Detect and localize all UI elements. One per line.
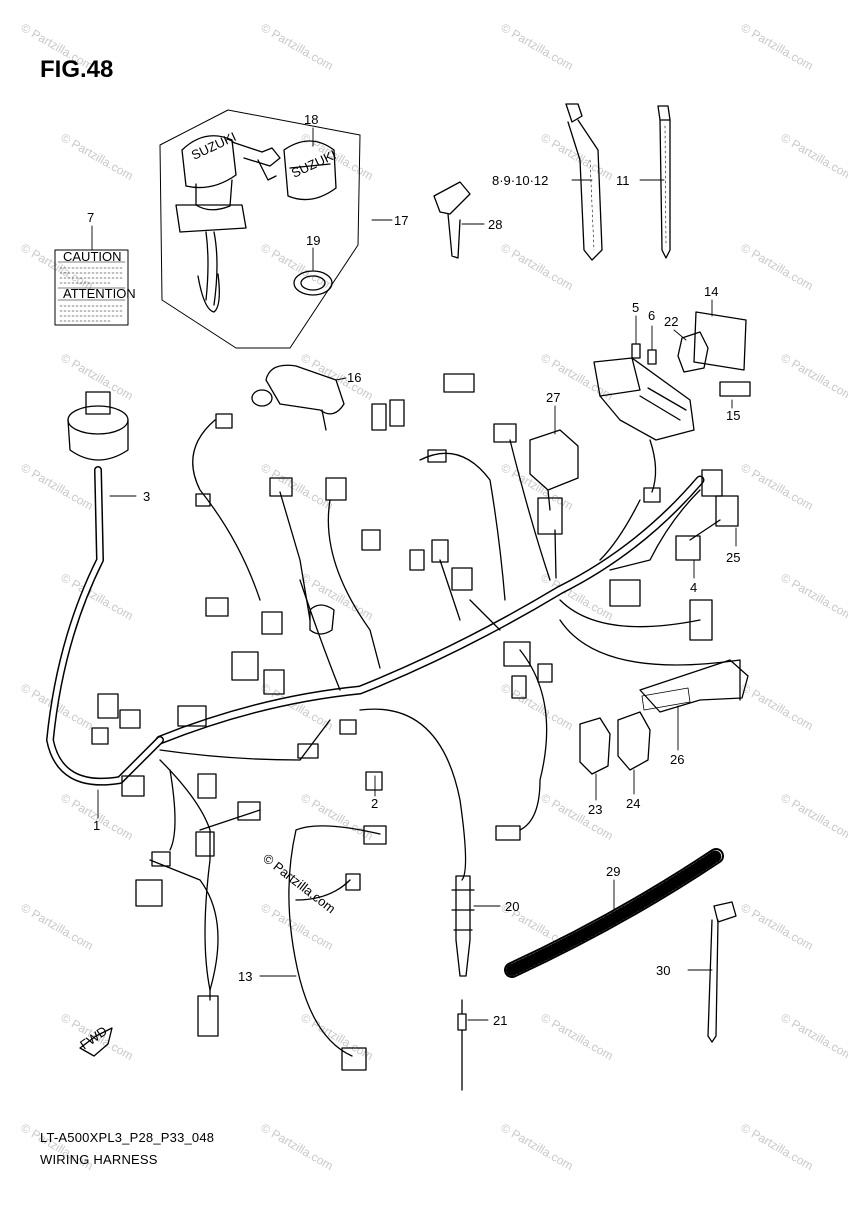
callout-1: 1 xyxy=(93,818,100,833)
watermark-text: © Partzilla.com xyxy=(779,790,848,843)
watermark-text: © Partzilla.com xyxy=(59,790,136,843)
cap-brand-text: SUZUKI xyxy=(289,147,339,181)
watermark-text: © Partzilla.com xyxy=(499,1120,576,1173)
watermark-text: © Partzilla.com xyxy=(739,680,816,733)
callout-28: 28 xyxy=(488,217,502,232)
callout-20: 20 xyxy=(505,899,519,914)
watermark-text: © Partzilla.com xyxy=(299,350,376,403)
watermark-text: © Partzilla.com xyxy=(539,130,616,183)
callout-3: 3 xyxy=(143,489,150,504)
watermark-text: © Partzilla.com xyxy=(779,1010,848,1063)
watermark-text: © Partzilla.com xyxy=(779,570,848,623)
watermark-text: © Partzilla.com xyxy=(19,460,96,513)
leader-lines xyxy=(92,128,736,1020)
oxygen-sensor xyxy=(452,876,474,1090)
label-caution-text: CAUTION xyxy=(63,249,122,264)
callout-4: 4 xyxy=(690,580,697,595)
watermark-text: © Partzilla.com xyxy=(19,900,96,953)
watermark-text: © Partzilla.com xyxy=(499,460,576,513)
callout-13: 13 xyxy=(238,969,252,984)
callout-18: 18 xyxy=(304,112,318,127)
watermark-text: © Partzilla.com xyxy=(739,460,816,513)
watermark-text: © Partzilla.com xyxy=(779,350,848,403)
diagram-code: LT-A500XPL3_P28_P33_048 xyxy=(40,1130,214,1145)
watermark-text: © Partzilla.com xyxy=(499,680,576,733)
diagram-name: WIRING HARNESS xyxy=(40,1152,158,1167)
spare-key xyxy=(434,182,470,258)
bracket-and-covers xyxy=(580,660,748,774)
watermark-text: © Partzilla.com xyxy=(59,130,136,183)
callout-16: 16 xyxy=(347,370,361,385)
callout-6: 6 xyxy=(648,308,655,323)
callout-30: 30 xyxy=(656,963,670,978)
callout-17: 17 xyxy=(394,213,408,228)
callout-14: 14 xyxy=(704,284,718,299)
watermark-layer: © Partzilla.com © Partzilla.com © Partzill… xyxy=(19,20,848,1173)
callout-25: 25 xyxy=(726,550,740,565)
key-brand-text: SUZUKI xyxy=(189,129,239,163)
watermark-text: © Partzilla.com xyxy=(739,1120,816,1173)
callout-27: 27 xyxy=(546,390,560,405)
callout-29: 29 xyxy=(606,864,620,879)
watermark-text: © Partzilla.com xyxy=(739,20,816,73)
callout-21: 21 xyxy=(493,1013,507,1028)
callout-22: 22 xyxy=(664,314,678,329)
tie-with-clip xyxy=(708,902,736,1042)
callout-5: 5 xyxy=(632,300,639,315)
callout-26: 26 xyxy=(670,752,684,767)
watermark-text: © Partzilla.com xyxy=(739,900,816,953)
watermark-text: © Partzilla.com xyxy=(779,130,848,183)
label-attention-text: ATTENTION xyxy=(63,286,136,301)
callout-8-12: 8·9·10·12 xyxy=(492,173,548,188)
callout-11: 11 xyxy=(616,173,630,188)
watermark-text: © Partzilla.com xyxy=(299,1010,376,1063)
callout-23: 23 xyxy=(588,802,602,817)
watermark-text: © Partzilla.com xyxy=(539,1010,616,1063)
watermark-text: © Partzilla.com xyxy=(259,1120,336,1173)
callout-15: 15 xyxy=(726,408,740,423)
callout-2: 2 xyxy=(371,796,378,811)
callout-7: 7 xyxy=(87,210,94,225)
figure-title: FIG.48 xyxy=(40,56,113,84)
callout-24: 24 xyxy=(626,796,640,811)
watermark-text: © Partzilla.com xyxy=(499,240,576,293)
watermark-text: © Partzilla.com xyxy=(499,20,576,73)
watermark-text: © Partzilla.com xyxy=(59,350,136,403)
watermark-text: © Partzilla.com xyxy=(259,20,336,73)
fuse-relay-group xyxy=(530,312,750,510)
watermark-text: © Partzilla.com xyxy=(59,570,136,623)
callout-19: 19 xyxy=(306,233,320,248)
sub-harness xyxy=(198,826,386,1070)
watermark-text: © Partzilla.com xyxy=(739,240,816,293)
watermark-text: © Partzilla.com xyxy=(539,790,616,843)
